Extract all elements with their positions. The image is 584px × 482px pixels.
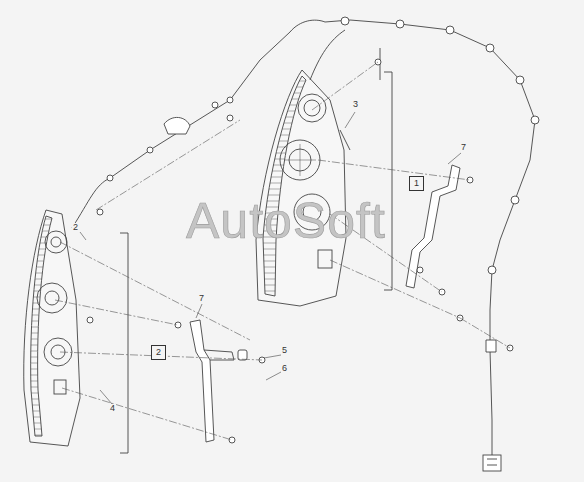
callout-number: 4 — [109, 404, 116, 413]
callout-number: 6 — [281, 364, 288, 373]
watermark: AutoSoft — [186, 196, 386, 246]
callout-number: 3 — [352, 100, 359, 109]
callout-number: 7 — [198, 294, 205, 303]
callout-number: 1 — [410, 179, 423, 188]
callout-number: 5 — [281, 346, 288, 355]
callout-box: 2 — [151, 345, 166, 360]
callout-number: 2 — [72, 223, 79, 232]
callout-number: 7 — [460, 143, 467, 152]
callout-number: 2 — [152, 348, 165, 357]
callout-box: 1 — [409, 176, 424, 191]
